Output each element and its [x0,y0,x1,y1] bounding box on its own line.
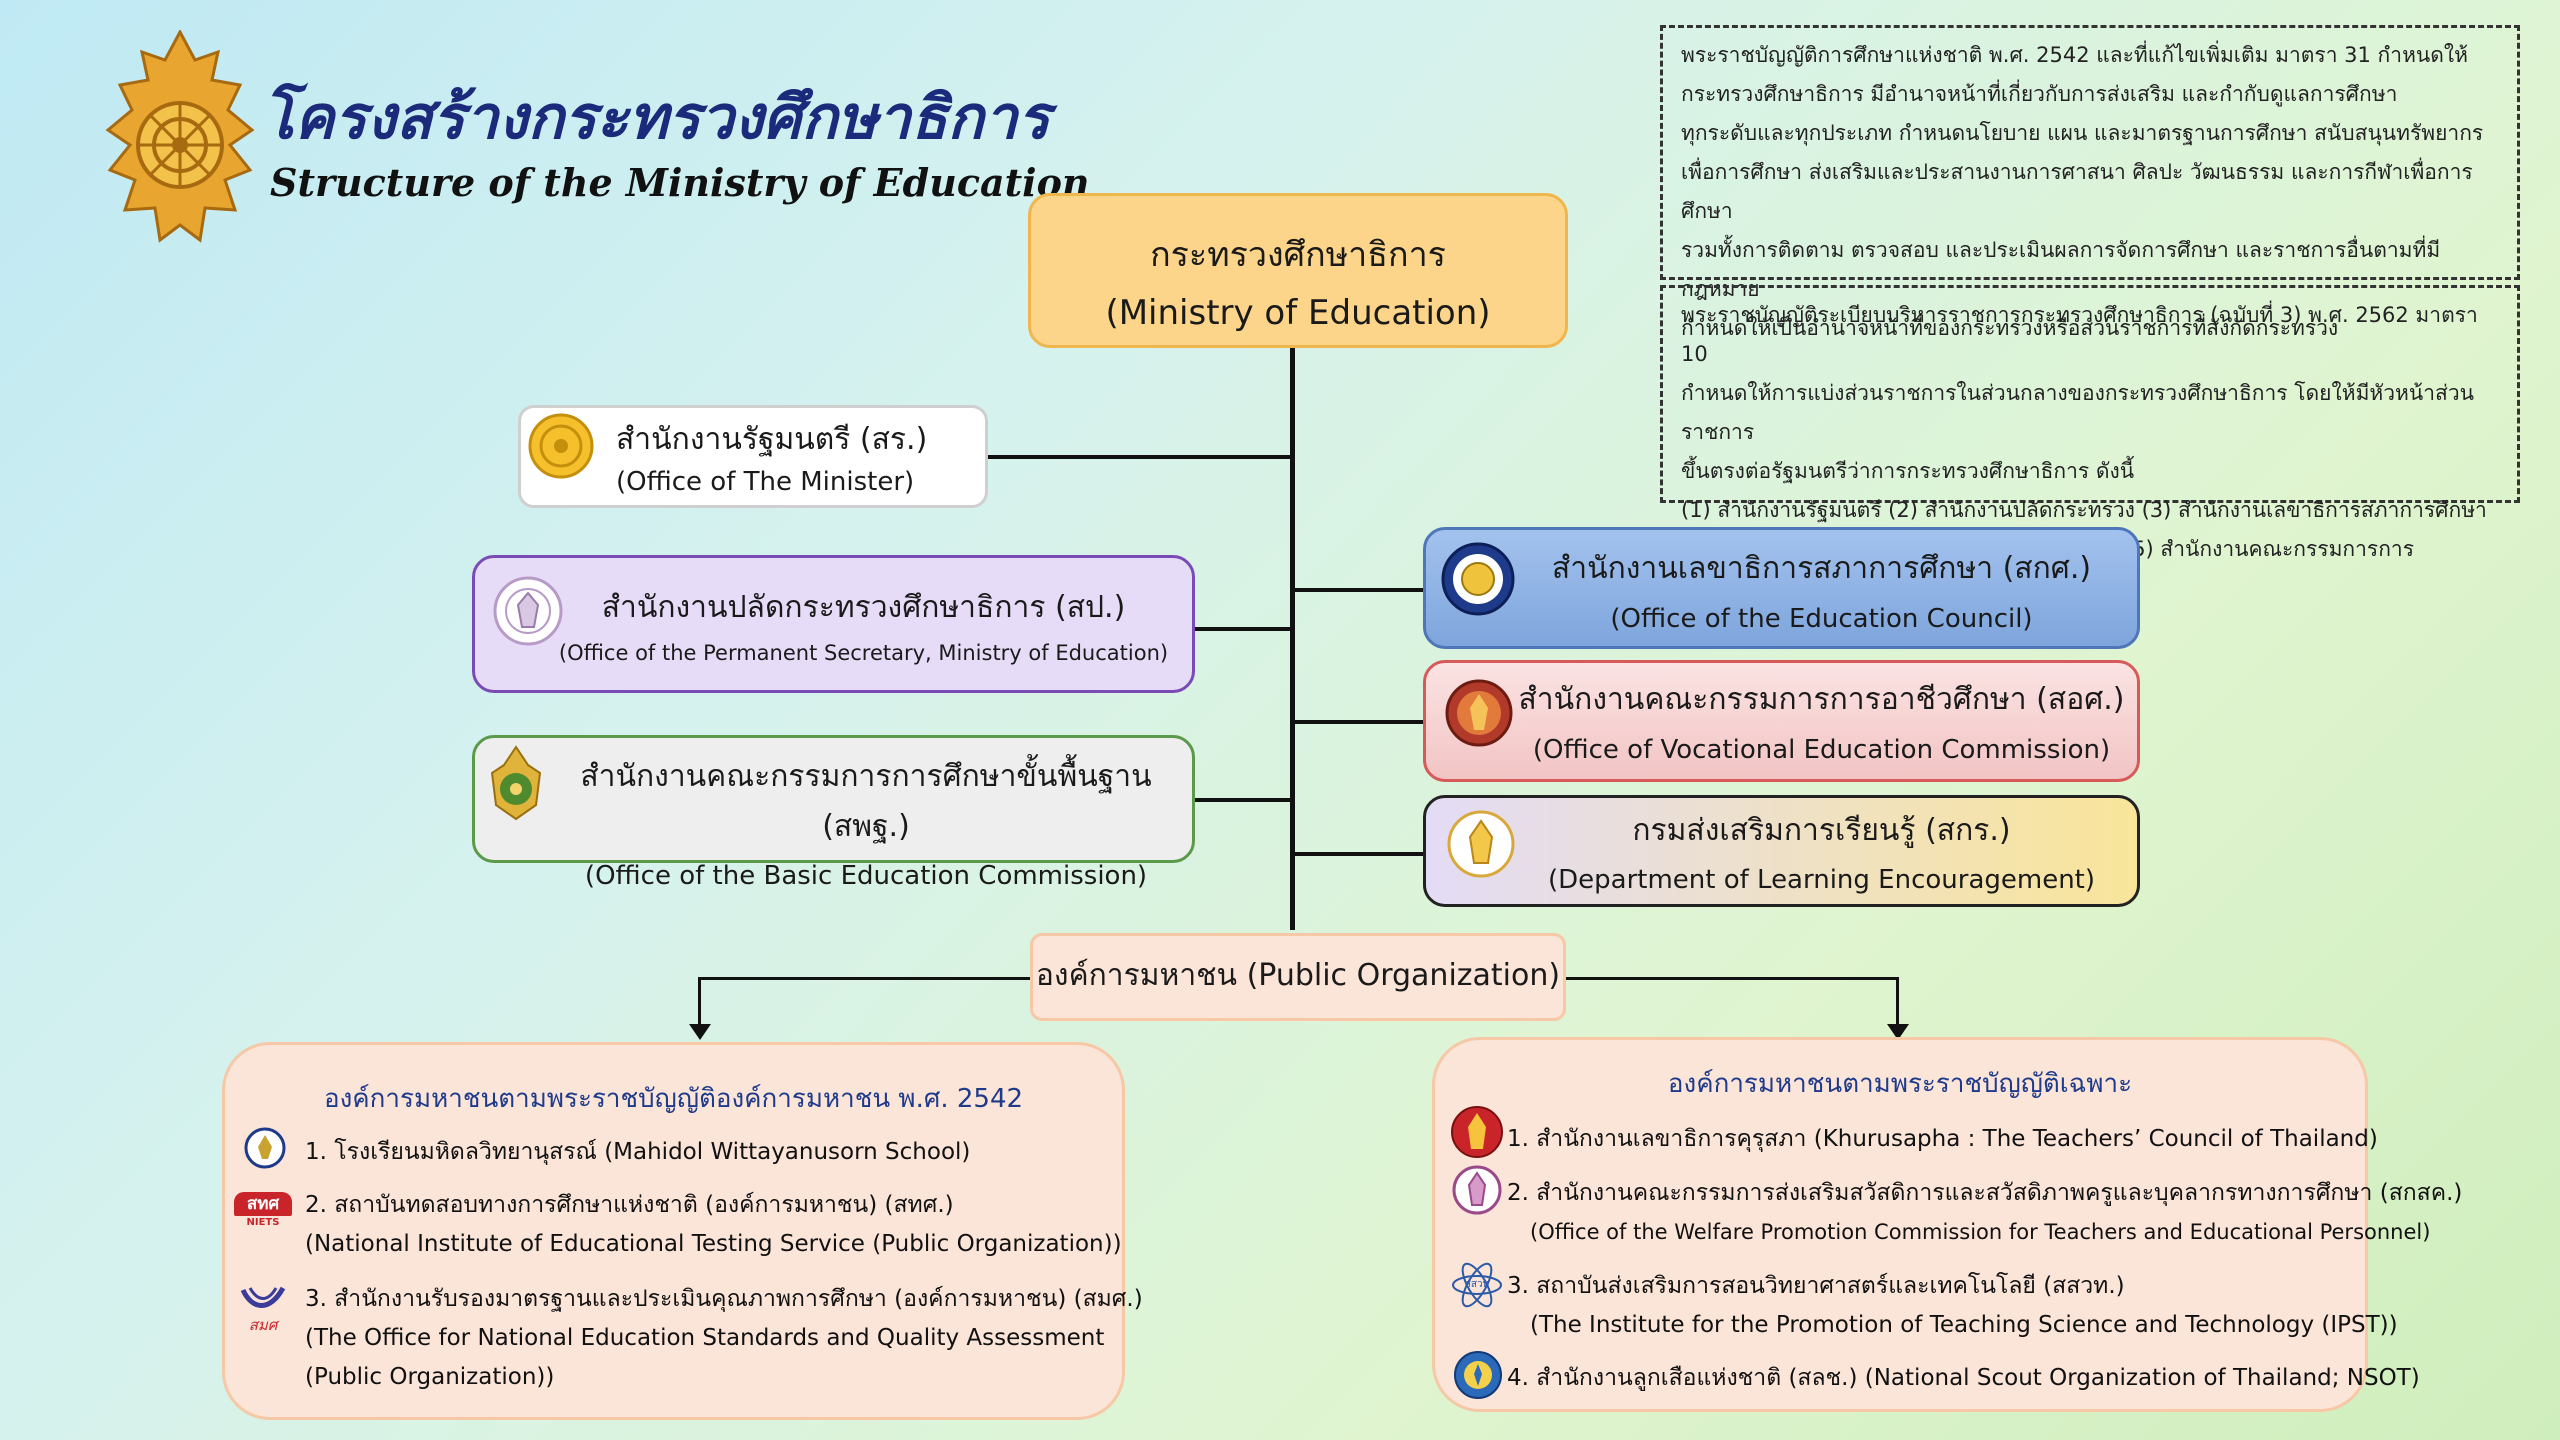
unit-name-thai: กรมส่งเสริมการเรียนรู้ (สกร.) [1632,813,2011,848]
note-line: (1) สำนักงานรัฐมนตรี (2) สำนักงานปลัดกระ… [1681,498,2487,522]
unit-education-council: สำนักงานเลขาธิการสภาการศึกษา (สกศ.) (Off… [1423,527,2140,649]
note-line: พระราชบัญญัติการศึกษาแห่งชาติ พ.ศ. 2542 … [1681,43,2468,67]
panel-heading: องค์การมหาชนตามพระราชบัญญัติองค์การมหาชน… [323,1084,1024,1114]
public-organization-label: องค์การมหาชน (Public Organization) [1035,958,1561,993]
list-item: 4. สำนักงานลูกเสือแห่งชาติ (สลช.) (Natio… [1507,1365,2420,1391]
unit-office-of-minister: สำนักงานรัฐมนตรี (สร.) (Office of The Mi… [518,405,988,508]
connector-public-right-down [1896,977,1899,1027]
page-title-thai: โครงสร้างกระทรวงศึกษาธิการ [262,83,1050,153]
onesqa-logo-text: สมศ [248,1316,278,1334]
ministry-box: กระทรวงศึกษาธิการ (Ministry of Education… [1028,193,1568,348]
note-line: ขึ้นตรงต่อรัฐมนตรีว่าการกระทรวงศึกษาธิกา… [1681,459,2135,483]
unit-name-thai: สำนักงานคณะกรรมการการอาชีวศึกษา (สอศ.) [1518,682,2125,717]
legal-note-box-1: พระราชบัญญัติการศึกษาแห่งชาติ พ.ศ. 2542 … [1660,25,2520,340]
unit-name-thai: สำนักงานปลัดกระทรวงศึกษาธิการ (สป.) [601,590,1126,625]
connector-public-right [1566,977,1898,980]
unit-name-english: (Department of Learning Encouragement) [1547,865,2096,895]
niets-logo-subtext: NIETS [246,1217,280,1228]
list-item-line: (The Office for National Education Stand… [305,1325,1105,1351]
connector-obec [1195,798,1290,802]
otep-logo-icon [1452,1165,1502,1215]
onesqa-swoosh-icon [240,1286,286,1308]
dle-seal-icon [1447,810,1515,878]
legal-note-box-2: พระราชบัญญัติระเบียบบริหารราชการกระทรวงศ… [1660,285,2520,600]
unit-name-thai: สำนักงานคณะกรรมการการศึกษาขั้นพื้นฐาน (ส… [580,759,1152,844]
public-organization-box: องค์การมหาชน (Public Organization) [1030,933,1566,1021]
unit-name-thai: สำนักงานรัฐมนตรี (สร.) [616,422,928,457]
ministry-name-thai: กระทรวงศึกษาธิการ [1150,235,1446,275]
ipst-logo-icon: สสวท [1450,1258,1504,1312]
vec-seal-icon [1445,679,1513,747]
mahidol-wittayanusorn-logo-icon [244,1127,286,1169]
connector-minister [988,455,1290,459]
note-line: กระทรวงศึกษาธิการ มีอำนาจหน้าที่เกี่ยวกั… [1681,82,2398,106]
note-line: เพื่อการศึกษา ส่งเสริมและประสานงานการศาส… [1681,160,2473,223]
list-item-line: 2. สำนักงานคณะกรรมการส่งเสริมสวัสดิการแล… [1507,1180,2463,1206]
arrow-down-icon [689,1024,711,1040]
unit-name-thai: สำนักงานเลขาธิการสภาการศึกษา (สกศ.) [1551,551,2092,586]
public-org-panel-specific-acts [1432,1037,2368,1412]
list-item-line: 3. สำนักงานรับรองมาตรฐานและประเมินคุณภาพ… [305,1286,1143,1312]
list-item-line: (National Institute of Educational Testi… [305,1231,1122,1257]
onec-seal-icon [1441,542,1515,616]
unit-learning-encouragement: กรมส่งเสริมการเรียนรู้ (สกร.) (Departmen… [1423,795,2140,907]
unit-name-english: (Office of the Permanent Secretary, Mini… [558,641,1169,665]
list-item-line: (Office of the Welfare Promotion Commiss… [1530,1220,2431,1244]
connector-dle [1295,852,1423,856]
connector-ops [1195,627,1290,631]
note-line: ทุกระดับและทุกประเภท กำหนดนโยบาย แผน และ… [1681,121,2484,145]
connector-onec [1295,588,1423,592]
unit-name-english: (Office of The Minister) [616,467,915,497]
list-item-line: 2. สถาบันทดสอบทางการศึกษาแห่งชาติ (องค์ก… [305,1192,954,1218]
note-line: พระราชบัญญัติระเบียบบริหารราชการกระทรวงศ… [1681,303,2478,366]
connector-public-left [698,977,1030,980]
list-item-line: (The Institute for the Promotion of Teac… [1530,1312,2398,1338]
public-org-panel-act-2542 [222,1042,1125,1420]
ministry-emblem-logo [100,28,260,250]
unit-name-english: (Office of Vocational Education Commissi… [1532,735,2111,765]
niets-logo-text: สทศ [234,1192,292,1216]
list-item-line: (Public Organization)) [305,1364,555,1390]
obec-seal-icon [490,745,542,821]
onesqa-logo-icon: สมศ [238,1284,288,1334]
unit-vocational-education-commission: สำนักงานคณะกรรมการการอาชีวศึกษา (สอศ.) (… [1423,660,2140,782]
khurusapha-logo-icon [1451,1106,1503,1158]
unit-permanent-secretary: สำนักงานปลัดกระทรวงศึกษาธิการ (สป.) (Off… [472,555,1195,693]
ops-seal-icon [493,576,563,646]
connector-public-left-down [698,977,701,1027]
note-line: รวมทั้งการติดตาม ตรวจสอบ และประเมินผลการ… [1681,238,2441,301]
ipst-logo-text: สสวท [1464,1279,1490,1290]
connector-vec [1295,720,1423,724]
unit-name-english: (Office of the Basic Education Commissio… [584,861,1148,891]
unit-name-english: (Office of the Education Council) [1610,604,2033,634]
page-title-english: Structure of the Ministry of Education [270,160,1090,205]
ministry-name-english: (Ministry of Education) [1105,293,1491,333]
arrow-down-icon [1887,1024,1909,1040]
nsot-logo-icon [1454,1351,1502,1399]
note-line: กำหนดให้เป็นอำนาจหน้าที่ของกระทรวงหรือส่… [1681,316,2339,340]
trunk-connector [1290,348,1295,930]
minister-seal-icon [528,413,594,479]
note-line: กำหนดให้การแบ่งส่วนราชการในส่วนกลางของกร… [1681,381,2474,444]
list-item-line: 3. สถาบันส่งเสริมการสอนวิทยาศาสตร์และเทค… [1507,1273,2125,1299]
niets-logo-icon: สทศ NIETS [234,1192,292,1232]
list-item: 1. โรงเรียนมหิดลวิทยานุสรณ์ (Mahidol Wit… [305,1139,971,1165]
unit-basic-education-commission: สำนักงานคณะกรรมการการศึกษาขั้นพื้นฐาน (ส… [472,735,1195,891]
atom-icon [1452,1262,1502,1308]
list-item: 1. สำนักงานเลขาธิการคุรุสภา (Khurusapha … [1507,1126,2378,1152]
panel-heading: องค์การมหาชนตามพระราชบัญญัติเฉพาะ [1667,1069,2133,1099]
